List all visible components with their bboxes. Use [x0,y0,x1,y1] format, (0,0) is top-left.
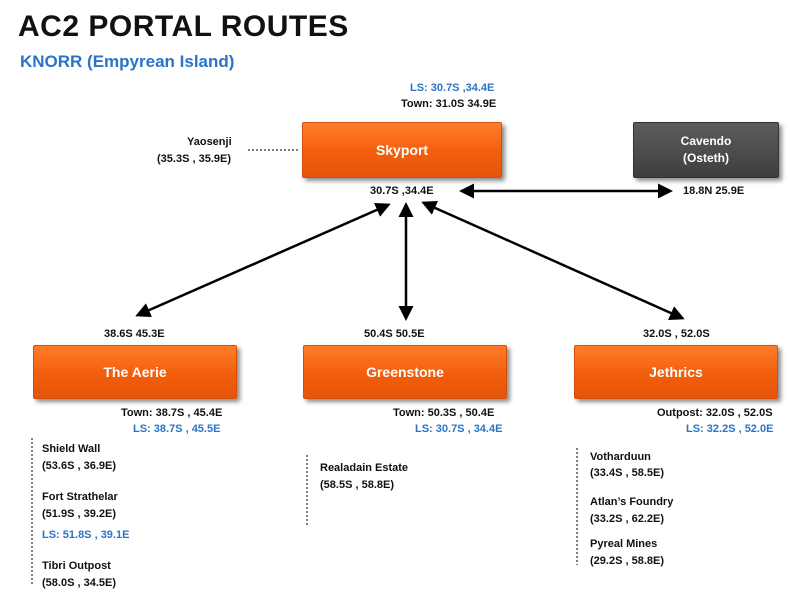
fort-strathelar-coord: (51.9S , 39.2E) [42,508,116,520]
tibri-outpost-name: Tibri Outpost [42,560,111,572]
arrow-skyport-aerie [135,202,391,318]
aerie-town: Town: 38.7S , 45.4E [121,407,223,419]
yaosenji-coord: (35.3S , 35.9E) [157,153,231,165]
shield-wall-name: Shield Wall [42,443,101,455]
skyport-node: Skyport [302,122,502,178]
fort-strathelar-name: Fort Strathelar [42,491,118,503]
aerie-top-coord: 38.6S 45.3E [104,328,165,340]
shield-wall-coord: (53.6S , 36.9E) [42,460,116,472]
atlans-foundry-name: Atlan’s Foundry [590,496,674,508]
realadain-estate-coord: (58.5S , 58.8E) [320,479,394,491]
tibri-outpost-coord: (58.0S , 34.5E) [42,577,116,589]
arrow-skyport-jethrics [421,201,685,320]
cavendo-name: Cavendo [680,134,732,148]
aerie-ls: LS: 38.7S , 45.5E [133,423,221,435]
cavendo-node: Cavendo (Osteth) [633,122,779,178]
greenstone-top-coord: 50.4S 50.5E [364,328,425,340]
page-subtitle: KNORR (Empyrean Island) [20,52,235,71]
pyreal-mines-name: Pyreal Mines [590,538,658,550]
pyreal-mines-coord: (29.2S , 58.8E) [590,555,664,567]
skyport-coord: 30.7S ,34.4E [370,185,434,197]
fort-strathelar-ls: LS: 51.8S , 39.1E [42,529,130,541]
jethrics-top-coord: 32.0S , 52.0S [643,328,710,340]
aerie-name: The Aerie [103,364,167,380]
jethrics-name: Jethrics [649,364,703,380]
votharduun-coord: (33.4S , 58.5E) [590,467,664,479]
jethrics-ls: LS: 32.2S , 52.0E [686,423,774,435]
atlans-foundry-coord: (33.2S , 62.2E) [590,513,664,525]
votharduun-name: Votharduun [590,451,651,463]
aerie-node: The Aerie [33,345,237,399]
greenstone-ls: LS: 30.7S , 34.4E [415,423,503,435]
skyport-ls: LS: 30.7S ,34.4E [410,82,495,94]
greenstone-node: Greenstone [303,345,507,399]
skyport-town: Town: 31.0S 34.9E [401,98,497,110]
realadain-estate-name: Realadain Estate [320,462,409,474]
jethrics-outpost: Outpost: 32.0S , 52.0S [657,407,773,419]
skyport-name: Skyport [375,142,429,158]
greenstone-name: Greenstone [366,364,444,380]
greenstone-town: Town: 50.3S , 50.4E [393,407,495,419]
jethrics-node: Jethrics [574,345,778,399]
cavendo-coord: 18.8N 25.9E [683,185,745,197]
yaosenji-name: Yaosenji [187,136,232,148]
cavendo-region: (Osteth) [683,151,729,165]
page-title: AC2 PORTAL ROUTES [18,10,349,43]
